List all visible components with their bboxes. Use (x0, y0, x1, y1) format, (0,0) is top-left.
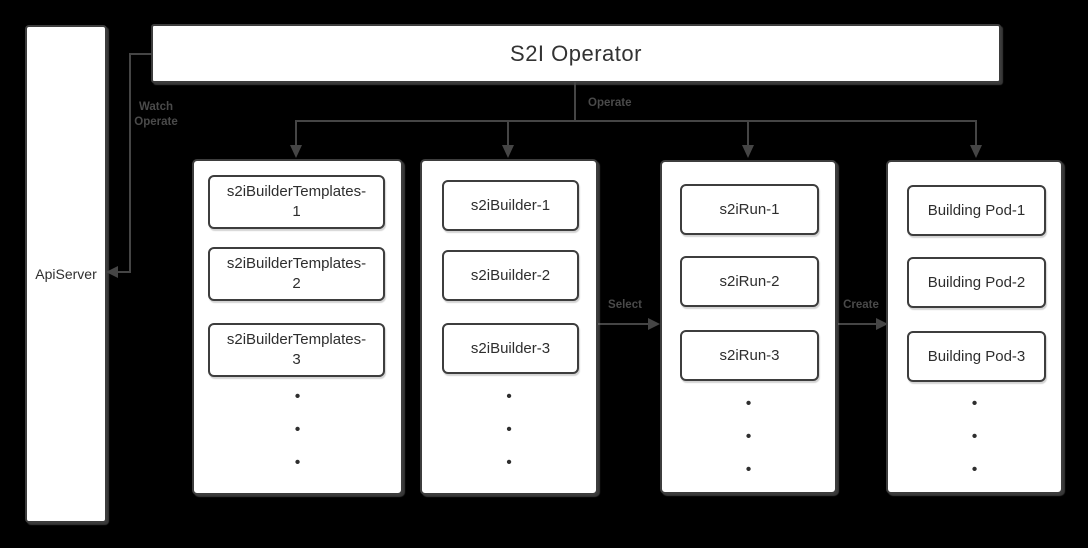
watch-edge-top-segment (129, 53, 152, 55)
ellipsis-dot: • (745, 461, 752, 478)
s2i-operator-node: S2I Operator (151, 24, 1001, 83)
ellipsis-dot: • (506, 421, 512, 438)
ellipsis-dot: • (971, 461, 978, 478)
operate-edge-bus-segment (295, 120, 977, 122)
create-arrowhead-icon (876, 318, 888, 330)
s2ibuildertemplates-3-node: s2iBuilderTemplates- 3 (208, 323, 385, 377)
ellipsis-dot: • (506, 454, 512, 471)
s2i-operator-title: S2I Operator (510, 40, 642, 66)
ellipsis-dot: • (971, 395, 978, 412)
create-edge-segment (838, 323, 876, 325)
s2ibuildertemplates-1-node: s2iBuilderTemplates- 1 (208, 175, 385, 229)
create-edge-label: Create (843, 299, 879, 311)
ellipsis-dot: • (745, 395, 752, 412)
operate-drop-3-arrowhead-icon (742, 145, 754, 158)
operate-drop-2-arrowhead-icon (502, 145, 514, 158)
operate-drop-1-arrowhead-icon (290, 145, 302, 158)
building-pod-2-node: Building Pod-2 (907, 257, 1046, 308)
select-edge-label: Select (608, 299, 642, 311)
watch-edge-vertical-segment (129, 53, 131, 273)
building-pod-3-node: Building Pod-3 (907, 331, 1046, 382)
s2irun-group: s2iRun-1 s2iRun-2 s2iRun-3 • • • (660, 160, 837, 494)
operate-drop-4-segment (975, 120, 977, 146)
s2ibuilder-group: s2iBuilder-1 s2iBuilder-2 s2iBuilder-3 •… (420, 159, 598, 495)
select-edge-segment (598, 323, 648, 325)
s2ibuildertemplates-group: s2iBuilderTemplates- 1 s2iBuilderTemplat… (192, 159, 403, 495)
s2irun-3-node: s2iRun-3 (680, 330, 819, 381)
ellipsis-dot: • (506, 388, 512, 405)
building-pod-group: Building Pod-1 Building Pod-2 Building P… (886, 160, 1063, 494)
operate-edge-label: Operate (588, 97, 632, 109)
s2ibuilder-3-node: s2iBuilder-3 (442, 323, 579, 374)
ellipsis-dots: • • • (888, 395, 1061, 478)
watch-edge-bottom-segment (116, 271, 131, 273)
operate-drop-2-segment (507, 120, 509, 146)
ellipsis-dots: • • • (194, 388, 401, 471)
ellipsis-dots: • • • (422, 388, 596, 471)
operate-drop-4-arrowhead-icon (970, 145, 982, 158)
watch-operate-edge-label: Watch Operate (134, 101, 178, 128)
apiserver-node: ApiServer (25, 25, 107, 523)
s2irun-2-node: s2iRun-2 (680, 256, 819, 307)
ellipsis-dot: • (294, 388, 301, 405)
ellipsis-dot: • (294, 454, 301, 471)
apiserver-label: ApiServer (35, 266, 97, 282)
s2ibuilder-1-node: s2iBuilder-1 (442, 180, 579, 231)
watch-arrowhead-icon (106, 266, 118, 278)
ellipsis-dot: • (294, 421, 301, 438)
s2ibuildertemplates-2-node: s2iBuilderTemplates- 2 (208, 247, 385, 301)
building-pod-1-node: Building Pod-1 (907, 185, 1046, 236)
operate-drop-3-segment (747, 120, 749, 146)
select-arrowhead-icon (648, 318, 660, 330)
s2ibuilder-2-node: s2iBuilder-2 (442, 250, 579, 301)
ellipsis-dot: • (971, 428, 978, 445)
operate-edge-stem-segment (574, 82, 576, 122)
s2irun-1-node: s2iRun-1 (680, 184, 819, 235)
operate-drop-1-segment (295, 120, 297, 146)
ellipsis-dots: • • • (662, 395, 835, 478)
ellipsis-dot: • (745, 428, 752, 445)
